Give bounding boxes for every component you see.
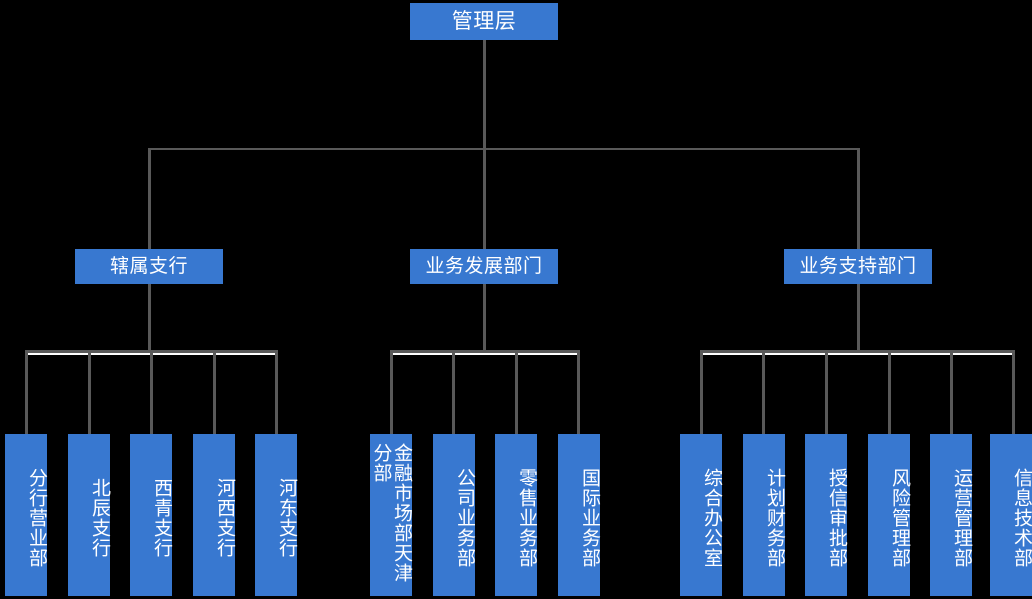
org-node-branch-2-label: 业务发展部门: [425, 254, 543, 277]
connector-branch-3-stem: [857, 284, 860, 352]
connector-root-stem: [483, 40, 486, 150]
connector-main-bus: [148, 148, 860, 150]
connector-drop-branch-3: [857, 148, 860, 249]
connector-branch-1-drop-1: [25, 350, 28, 434]
connector-branch-1-drop-2: [88, 350, 91, 434]
org-leaf-hedong-zhihang[interactable]: 河东支行: [255, 434, 298, 596]
org-leaf-label: 公司业务部: [454, 468, 476, 568]
org-leaf-xiqing-zhihang[interactable]: 西青支行: [130, 434, 173, 596]
org-node-branch-3[interactable]: 业务支持部门: [784, 249, 932, 284]
org-leaf-yunying-guanlibu[interactable]: 运营管理部: [930, 434, 973, 596]
org-leaf-hexi-zhihang[interactable]: 河西支行: [193, 434, 236, 596]
org-leaf-label: 授信审批部: [826, 468, 848, 568]
connector-branch-2-drop-1: [390, 350, 393, 434]
org-leaf-beichen-zhihang[interactable]: 北辰支行: [68, 434, 111, 596]
connector-branch-2-bus: [390, 350, 580, 353]
connector-branch-3-drop-2: [762, 350, 765, 434]
org-leaf-jihua-caiwubu[interactable]: 计划财务部: [743, 434, 786, 596]
connector-drop-branch-2: [483, 148, 486, 249]
org-leaf-label: 零售业务部: [516, 468, 538, 568]
connector-branch-3-drop-5: [950, 350, 953, 434]
org-leaf-shouxin-shenpibu[interactable]: 授信审批部: [805, 434, 848, 596]
org-node-branch-1[interactable]: 辖属支行: [75, 249, 223, 284]
connector-branch-3-drop-3: [825, 350, 828, 434]
org-node-branch-3-label: 业务支持部门: [799, 254, 917, 277]
org-node-root-label: 管理层: [451, 8, 517, 33]
org-node-root[interactable]: 管理层: [410, 3, 558, 40]
org-leaf-label: 风险管理部: [889, 468, 911, 568]
connector-branch-3-bus-highlight: [700, 353, 1013, 355]
connector-branch-3-drop-4: [888, 350, 891, 434]
connector-branch-1-drop-4: [213, 350, 216, 434]
connector-drop-branch-1: [148, 148, 151, 249]
org-leaf-fengxian-guanlibu[interactable]: 风险管理部: [868, 434, 911, 596]
connector-branch-3-drop-1: [700, 350, 703, 434]
connector-branch-3-drop-6: [1012, 350, 1015, 434]
org-leaf-lingshou-yewubu[interactable]: 零售业务部: [495, 434, 538, 596]
org-leaf-label: 西青支行: [151, 478, 173, 558]
org-node-branch-2[interactable]: 业务发展部门: [410, 249, 558, 284]
connector-branch-2-bus-highlight: [390, 353, 580, 355]
org-leaf-label: 信息技术部: [1011, 468, 1032, 568]
org-leaf-label: 综合办公室: [701, 468, 723, 568]
org-leaf-zonghe-bangongshi[interactable]: 综合办公室: [680, 434, 723, 596]
org-leaf-jinrong-shichangbu[interactable]: 金融市场部天津分部: [370, 434, 413, 596]
connector-branch-1-drop-3: [150, 350, 153, 434]
org-node-branch-1-label: 辖属支行: [109, 254, 188, 277]
org-leaf-label: 运营管理部: [951, 468, 973, 568]
org-leaf-guoji-yewubu[interactable]: 国际业务部: [558, 434, 601, 596]
connector-branch-1-drop-5: [275, 350, 278, 434]
org-leaf-label: 金融市场部天津分部: [370, 443, 413, 583]
connector-branch-2-drop-4: [577, 350, 580, 434]
org-leaf-label: 河西支行: [214, 478, 236, 558]
org-leaf-xinxi-jishubu[interactable]: 信息技术部: [990, 434, 1032, 596]
org-leaf-gongsi-yewubu[interactable]: 公司业务部: [433, 434, 476, 596]
connector-branch-3-bus: [700, 350, 1013, 353]
connector-branch-1-stem: [148, 284, 151, 352]
connector-branch-2-drop-2: [452, 350, 455, 434]
connector-branch-2-stem: [483, 284, 486, 352]
org-leaf-label: 国际业务部: [579, 468, 601, 568]
org-leaf-label: 河东支行: [276, 478, 298, 558]
connector-branch-2-drop-3: [515, 350, 518, 434]
org-leaf-label: 北辰支行: [89, 478, 111, 558]
org-leaf-label: 计划财务部: [764, 468, 786, 568]
org-leaf-label: 分行营业部: [26, 468, 48, 568]
org-leaf-fenhang-yingyebu[interactable]: 分行营业部: [5, 434, 48, 596]
